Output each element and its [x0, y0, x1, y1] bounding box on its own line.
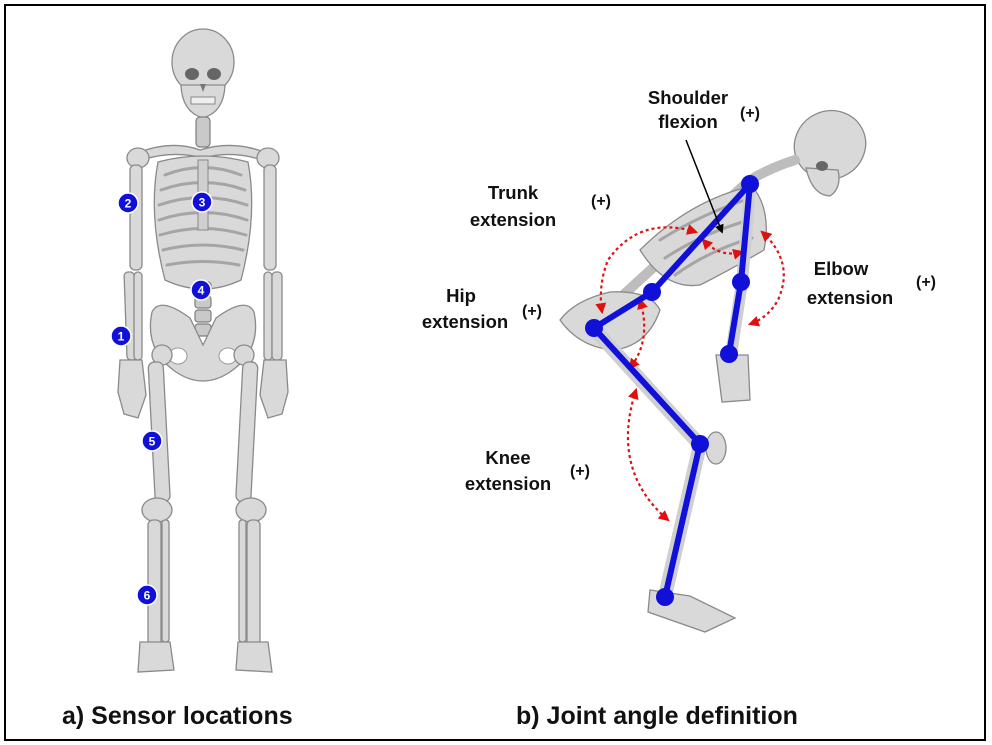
annotation-knee: Knee extension (+)	[465, 447, 590, 494]
elbow-label-line1: Elbow	[814, 258, 869, 279]
front-skeleton	[118, 29, 288, 672]
sensor-marker: 2	[118, 193, 138, 213]
svg-text:4: 4	[198, 284, 205, 298]
annotation-shoulder: Shoulder flexion (+)	[648, 87, 760, 132]
annotation-trunk: Trunk extension (+)	[470, 182, 611, 230]
shoulder-sign: (+)	[740, 105, 760, 122]
panel-a-caption: a) Sensor locations	[62, 702, 293, 730]
right-arm	[260, 165, 288, 418]
sensor-marker: 4	[191, 280, 211, 300]
knee-label-line1: Knee	[485, 447, 530, 468]
hip-label-line2: extension	[422, 311, 508, 332]
cervical-spine	[196, 117, 210, 147]
trunk-sign: (+)	[591, 193, 611, 210]
shoulder-label-line1: Shoulder	[648, 87, 728, 108]
trunk-joint	[643, 283, 661, 301]
annotation-elbow: Elbow extension (+)	[807, 258, 936, 308]
knee-label-line2: extension	[465, 473, 551, 494]
svg-text:1: 1	[118, 330, 125, 344]
rib-cage	[154, 156, 251, 289]
svg-text:5: 5	[149, 435, 156, 449]
sensor-marker: 1	[111, 326, 131, 346]
side-skeleton	[560, 99, 877, 632]
knee-sign: (+)	[570, 463, 590, 480]
shoulder-joint	[741, 175, 759, 193]
knee-joint	[691, 435, 709, 453]
trunk-label-line2: extension	[470, 209, 556, 230]
svg-text:6: 6	[144, 589, 151, 603]
sensor-marker: 3	[192, 192, 212, 212]
hip-sign: (+)	[522, 303, 542, 320]
elbow-label-line2: extension	[807, 287, 893, 308]
elbow-joint	[732, 273, 750, 291]
shoulder-label-line2: flexion	[658, 111, 718, 132]
annotation-hip: Hip extension (+)	[422, 285, 542, 332]
svg-text:2: 2	[125, 197, 132, 211]
sensor-marker: 6	[137, 585, 157, 605]
ankle-joint	[656, 588, 674, 606]
trunk-label-line1: Trunk	[488, 182, 539, 203]
hip-joint	[585, 319, 603, 337]
hip-label-line1: Hip	[446, 285, 476, 306]
panel-b-caption: b) Joint angle definition	[516, 702, 798, 730]
wrist-joint	[720, 345, 738, 363]
skull	[172, 29, 234, 118]
svg-text:3: 3	[199, 196, 206, 210]
sensor-marker: 5	[142, 431, 162, 451]
elbow-sign: (+)	[916, 274, 936, 291]
